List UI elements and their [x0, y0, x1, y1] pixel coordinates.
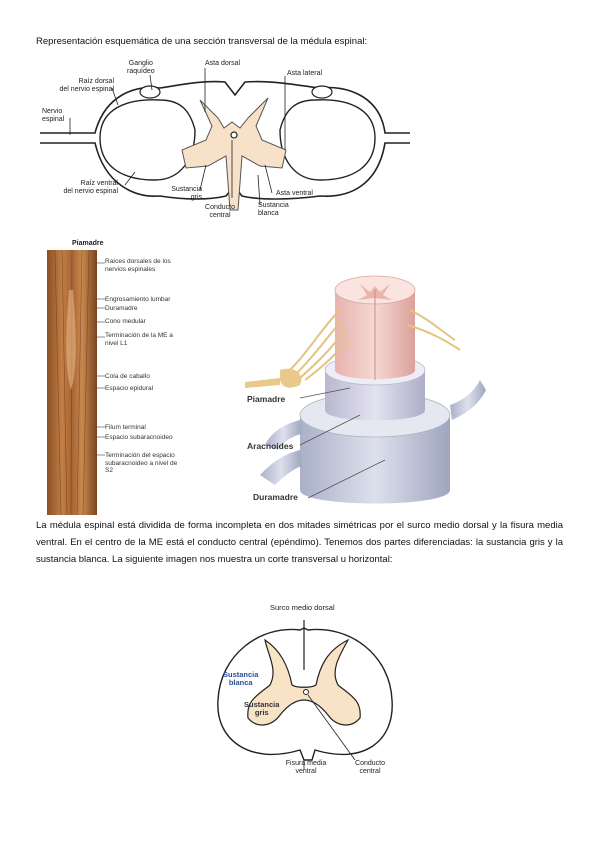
label-piamadre-photo: Piamadre	[72, 240, 104, 247]
label-asta-ventral: Asta ventral	[276, 190, 313, 197]
central-canal-2	[303, 689, 309, 695]
label-engrosamiento-lumbar: Engrosamiento lumbar	[105, 296, 171, 303]
gray-matter-shape-2	[247, 638, 361, 726]
label-aracnoides: Aracnoides	[247, 441, 294, 451]
horizontal-section-drawing	[217, 620, 393, 770]
label-cola-caballo: Cola de caballo	[105, 373, 150, 380]
label-espacio-epidural: Espacio epidural	[105, 385, 154, 392]
label-surco-medio-dorsal: Surco medio dorsal	[270, 603, 335, 612]
label-asta-lateral: Asta lateral	[287, 70, 323, 77]
label-filum-terminal: Filum terminal	[105, 424, 146, 431]
label-piamadre: Piamadre	[247, 394, 286, 404]
label-duramadre: Duramadre	[253, 492, 298, 502]
photo-leader-lines	[95, 262, 105, 456]
label-espacio-subaracnoideo: Espacio subaracnoideo	[105, 434, 173, 441]
meninges-drawing	[245, 275, 486, 504]
photo-illustration	[47, 249, 97, 516]
body-paragraph: La médula espinal está dividida de forma…	[36, 520, 563, 565]
schematic-drawing	[40, 68, 410, 211]
central-canal	[230, 131, 238, 139]
gray-matter-shape	[181, 97, 287, 211]
section-heading: Representación esquemática de una secció…	[36, 36, 368, 47]
label-cono-medular: Cono medular	[105, 318, 146, 325]
label-duramadre-photo: Duramadre	[105, 305, 138, 312]
label-asta-dorsal: Asta dorsal	[205, 60, 241, 67]
spinal-cord-outline	[40, 80, 410, 134]
